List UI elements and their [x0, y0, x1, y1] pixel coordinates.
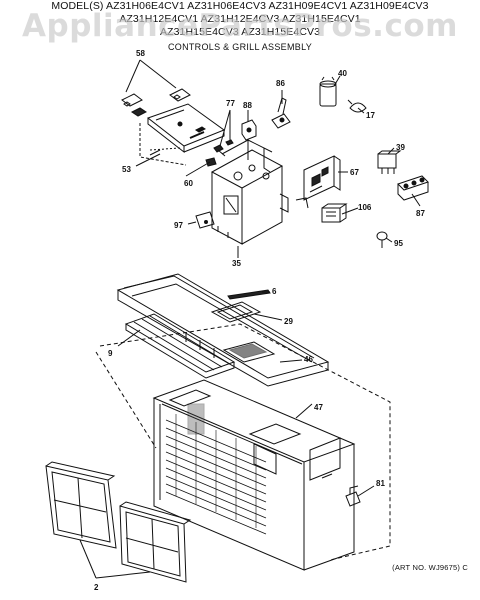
part-67-relay-board	[295, 155, 341, 209]
callout-17: 17	[366, 111, 375, 120]
callout-77: 77	[226, 99, 235, 108]
part-60-clip	[205, 157, 217, 167]
part-77-screws	[213, 139, 234, 157]
part-35-control-box	[210, 139, 289, 245]
part-9-louver	[124, 313, 236, 379]
model-list-line-1: MODEL(S) AZ31H06E4CV1 AZ31H06E4CV3 AZ31H…	[51, 0, 429, 12]
callout-47: 47	[314, 403, 323, 412]
callout-81: 81	[376, 479, 385, 488]
part-95-thermistor	[376, 231, 388, 248]
callout-87: 87	[416, 209, 425, 218]
callout-46: 46	[304, 355, 313, 364]
callout-106: 106	[358, 203, 372, 212]
part-39-relay	[377, 150, 402, 174]
part-40-capacitor	[319, 76, 337, 107]
callout-39: 39	[396, 143, 405, 152]
callout-67: 67	[350, 168, 359, 177]
part-81-clip	[345, 485, 361, 507]
part-6-strip	[227, 289, 271, 300]
part-2-filter-left	[45, 461, 117, 549]
callout-58: 58	[136, 49, 145, 58]
part-106-transformer	[321, 203, 348, 223]
part-88-bracket	[241, 119, 257, 141]
callout-35: 35	[232, 259, 241, 268]
part-86-switch	[271, 97, 291, 129]
part-17-strap	[347, 99, 367, 113]
diagram-subtitle: CONTROLS & GRILL ASSEMBLY	[167, 42, 313, 52]
callout-2: 2	[94, 583, 99, 592]
callout-9: 9	[108, 349, 113, 358]
part-58-knobs	[121, 88, 191, 117]
part-46-grille-panel	[116, 273, 330, 387]
callout-60: 60	[184, 179, 193, 188]
callout-53: 53	[122, 165, 131, 174]
part-53-control-board	[146, 103, 226, 154]
callout-88: 88	[243, 101, 252, 110]
callout-6: 6	[272, 287, 277, 296]
part-87-terminal-block	[397, 175, 429, 201]
callout-95: 95	[394, 239, 403, 248]
callout-97: 97	[174, 221, 183, 230]
part-47-cabinet	[152, 379, 356, 571]
callout-29: 29	[284, 317, 293, 326]
art-number: (ART NO. WJ9675) C	[392, 563, 468, 572]
callout-86: 86	[276, 79, 285, 88]
model-list-line-3: AZ31H15E4CV3 AZ31H15E4CV3	[159, 26, 321, 38]
watermark: AppliancePartsPros.com	[22, 8, 458, 44]
model-list-line-2: AZ31H12E4CV1 AZ31H12E4CV3 AZ31H15E4CV1	[119, 13, 361, 25]
callout-40: 40	[338, 69, 347, 78]
part-97-plate	[195, 211, 215, 229]
part-2-filter-right	[119, 501, 192, 583]
